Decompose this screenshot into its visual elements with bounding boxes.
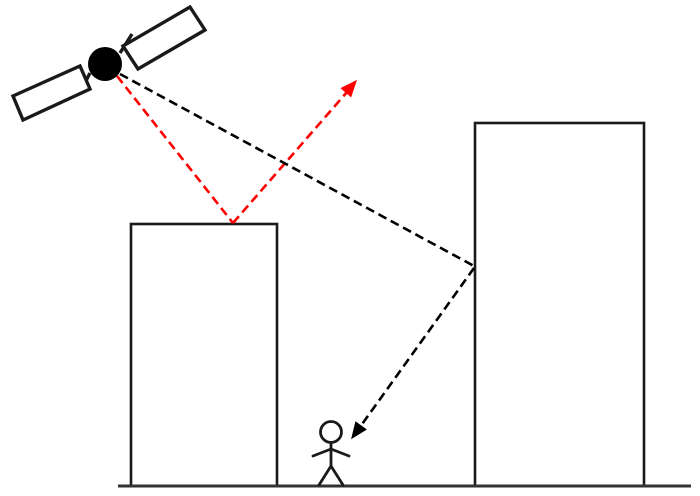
black-arrowhead-icon [351, 421, 367, 440]
satellite-icon [10, 4, 208, 123]
pedestrian-receiver [311, 420, 351, 487]
person-right-arm [329, 447, 351, 458]
black-outgoing-ray [353, 267, 476, 435]
red-incident-ray [115, 75, 235, 224]
red-arrowhead-icon [340, 79, 358, 98]
black-signal-path [119, 72, 476, 440]
person-head [319, 420, 343, 444]
right-building [473, 121, 646, 488]
red-signal-path [115, 75, 358, 224]
buildings-group [129, 121, 646, 488]
left-solar-panel [10, 63, 93, 123]
person-left-arm [311, 447, 333, 458]
satellite-body [88, 47, 122, 81]
person-left-leg [317, 464, 333, 487]
black-incident-ray [119, 72, 475, 268]
left-building [129, 222, 279, 488]
person-right-leg [329, 464, 345, 487]
right-solar-panel [120, 4, 208, 72]
red-outgoing-ray [232, 83, 355, 224]
